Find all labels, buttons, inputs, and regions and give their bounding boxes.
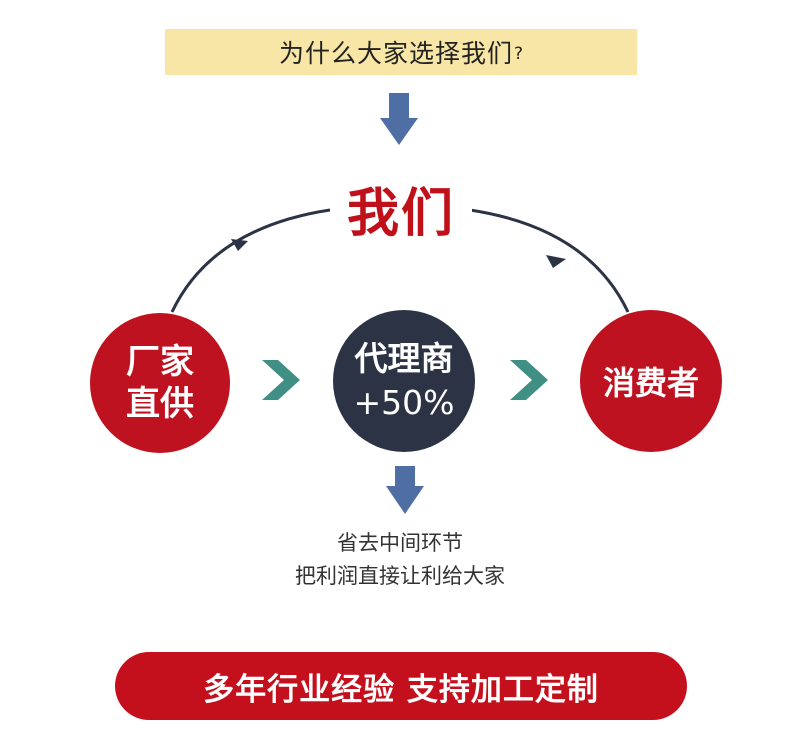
arc-left-arrowhead-icon	[231, 239, 248, 251]
down-arrow-icon-2	[386, 466, 424, 514]
chevron-right-icon-2	[510, 360, 548, 400]
question-text: 为什么大家选择我们	[278, 39, 513, 68]
slogan-banner: 多年行业经验 支持加工定制	[115, 652, 687, 720]
consumer-label: 消费者	[602, 364, 699, 402]
arc-left	[170, 208, 331, 313]
down-arrow-icon	[380, 93, 418, 145]
note-line2: 把利润直接让利给大家	[295, 564, 505, 588]
question-mark: ?	[513, 44, 524, 64]
slogan-text: 多年行业经验 支持加工定制	[203, 671, 599, 708]
factory-direct-circle: 厂家 直供	[90, 313, 230, 453]
question-banner: 为什么大家选择我们 ?	[165, 29, 637, 75]
agent-markup: +50%	[353, 383, 455, 422]
arc-right-arrowhead-icon	[546, 255, 566, 268]
center-label-us: 我们	[330, 172, 472, 244]
agent-circle: 代理商 +50%	[333, 310, 475, 452]
agent-line1: 代理商	[354, 339, 454, 378]
arc-right	[469, 208, 630, 313]
factory-line2: 直供	[126, 384, 194, 424]
consumer-circle: 消费者	[580, 310, 722, 452]
chevron-right-icon-1	[262, 360, 300, 400]
note-line1: 省去中间环节	[337, 531, 463, 555]
savings-note: 省去中间环节 把利润直接让利给大家	[240, 527, 560, 593]
factory-line1: 厂家	[126, 342, 194, 382]
